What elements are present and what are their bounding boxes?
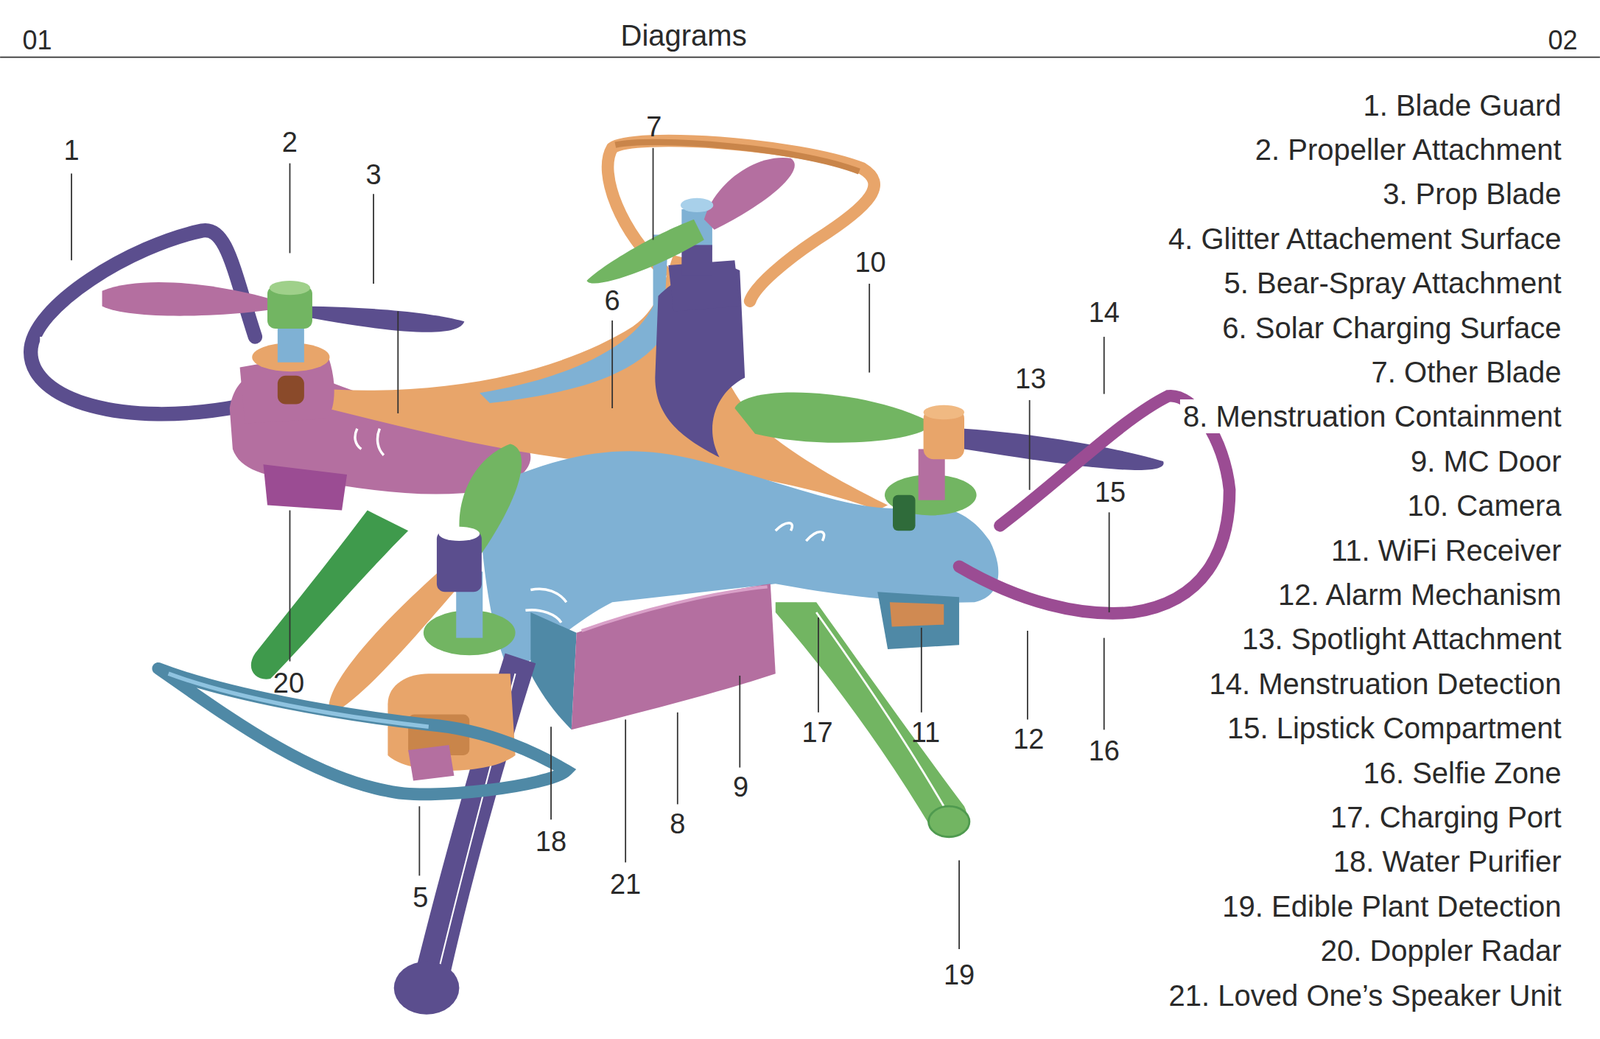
callout-number: 7: [646, 111, 662, 144]
part-key-entry: 21. Loved One’s Speaker Unit: [1166, 978, 1565, 1013]
header-rule: [0, 56, 1600, 59]
callout-number: 9: [732, 772, 749, 805]
arm-underside: [889, 601, 944, 627]
callout-number: 18: [535, 825, 567, 859]
leader-line: [418, 805, 420, 876]
part-key-entry: 15. Lipstick Compartment: [1224, 710, 1565, 745]
part-key-entry: 9. MC Door: [1407, 444, 1565, 479]
callout-number: 1: [63, 134, 79, 168]
part-key-entry: 3. Prop Blade: [1379, 176, 1564, 211]
leader-line: [611, 320, 613, 409]
leader-line: [550, 726, 552, 820]
leader-line: [289, 163, 291, 254]
prop-cap-top: [923, 405, 965, 420]
blade-guard: [158, 668, 567, 795]
leader-line: [289, 510, 291, 662]
arm-underside: [877, 591, 960, 649]
part-key-entry: 4. Glitter Attachement Surface: [1165, 221, 1565, 256]
callout-number: 15: [1094, 476, 1126, 510]
part-key-entry: 12. Alarm Mechanism: [1275, 577, 1565, 612]
part-key-entry: 7. Other Blade: [1368, 355, 1565, 389]
prop-cap-top: [680, 198, 714, 213]
leader-line: [958, 860, 960, 950]
leader-line: [70, 173, 73, 261]
callout-number: 12: [1012, 723, 1044, 756]
part-key-entry: 2. Propeller Attachment: [1252, 132, 1565, 167]
battery-side: [530, 612, 577, 730]
callout-number: 17: [801, 716, 833, 750]
motor-window: [892, 495, 915, 531]
blade-guard: [30, 230, 256, 414]
page-number: 01: [22, 25, 52, 56]
blade-guard-highlight: [41, 336, 62, 380]
blade-guard-edge: [615, 142, 859, 172]
leader-line: [1103, 336, 1105, 395]
callout-number: 16: [1088, 735, 1120, 768]
prop-blade: [704, 157, 795, 230]
leader-line: [817, 617, 820, 713]
part-key-entry: 6. Solar Charging Surface: [1219, 310, 1564, 345]
battery: [571, 583, 776, 730]
leader-line: [372, 193, 375, 284]
page-number: 02: [1547, 25, 1578, 56]
part-key-entry: 10. Camera: [1404, 488, 1565, 523]
callout-number: 10: [854, 247, 886, 280]
prop-blade: [290, 306, 465, 333]
leader-line: [1029, 400, 1031, 490]
prop-blade: [587, 219, 705, 284]
prop-cap-top: [439, 526, 480, 541]
leader-line: [624, 718, 627, 862]
motor-window: [277, 375, 305, 405]
leader-line: [738, 675, 741, 768]
leg-foot: [928, 805, 970, 837]
leader-line: [1026, 630, 1029, 720]
callout-number: 14: [1088, 296, 1120, 330]
callout-number: 13: [1015, 363, 1047, 396]
leader-lines: [71, 148, 1110, 949]
blade-guard: [607, 140, 875, 302]
prop-blade: [734, 391, 934, 442]
arm-underside: [262, 464, 347, 510]
callout-number: 6: [604, 285, 621, 318]
leg-foot: [394, 961, 460, 1015]
leader-line: [1103, 637, 1105, 731]
callout-number: 3: [365, 159, 381, 192]
leader-line: [652, 148, 655, 241]
page-title: Diagrams: [620, 18, 747, 53]
part-key-entry: 1. Blade Guard: [1359, 88, 1564, 123]
part-key-entry: 18. Water Purifier: [1330, 844, 1565, 879]
part-key-entry: 20. Doppler Radar: [1317, 933, 1565, 968]
part-key-entry: 17. Charging Port: [1327, 800, 1565, 834]
leader-line: [868, 283, 870, 373]
callout-number: 21: [609, 868, 641, 901]
prop-blade: [102, 282, 291, 317]
part-key-entry: 11. WiFi Receiver: [1328, 533, 1565, 568]
part-key-entry: 13. Spotlight Attachment: [1239, 621, 1565, 656]
callout-number: 19: [943, 959, 975, 992]
part-key-entry: 5. Bear-Spray Attachment: [1221, 265, 1565, 300]
battery-edge: [581, 586, 768, 631]
part-key-entry: 19. Edible Plant Detection: [1219, 889, 1564, 924]
callout-number: 2: [282, 126, 298, 160]
leader-line: [397, 310, 399, 414]
part-key-entry: 8. Menstruation Containment: [1180, 399, 1565, 434]
callout-number: 5: [412, 881, 428, 915]
leader-line: [676, 712, 679, 805]
callout-number: 11: [911, 716, 940, 750]
leader-line: [1108, 511, 1111, 613]
part-key-entry: 16. Selfie Zone: [1359, 755, 1564, 790]
prop-blade: [329, 571, 455, 715]
prop-blade: [964, 428, 1164, 470]
leader-line: [920, 627, 923, 713]
guard-clip: [408, 744, 454, 781]
callout-number: 20: [273, 667, 305, 700]
callout-number: 8: [669, 808, 686, 841]
prop-cap-top: [269, 280, 311, 295]
part-key-entry: 14. Menstruation Detection: [1205, 666, 1564, 701]
